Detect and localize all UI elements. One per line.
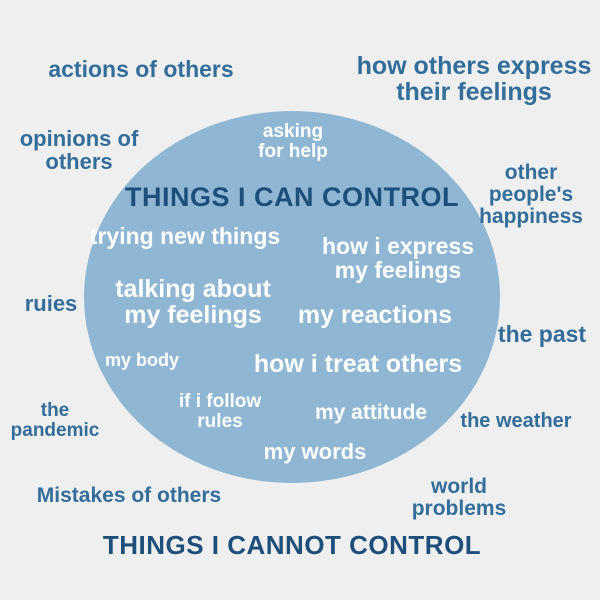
inside-item-my-words: my words [263,439,367,464]
inside-item-if-i-follow-rules: if i follow rules [178,391,262,432]
outside-item-the-weather: the weather [460,410,572,432]
inside-item-my-reactions: my reactions [297,301,453,329]
inside-item-trying-new-things: trying new things [89,223,281,249]
can-control-heading: THINGS I CAN CONTROL [125,182,459,212]
control-circle [84,111,500,483]
outside-item-actions-of-others: actions of others [48,56,234,82]
inside-item-talking-about-my-feelings: talking about my feelings [115,275,271,330]
cannot-control-heading: THINGS I CANNOT CONTROL [102,530,482,560]
outside-item-ruies: ruies [24,291,78,316]
outside-item-other-peoples-happiness: other people's happiness [479,161,583,229]
inside-item-how-i-treat-others: how i treat others [253,350,463,378]
inside-item-asking-for-help: asking for help [258,121,328,162]
inside-item-my-attitude: my attitude [314,401,428,424]
outside-item-the-pandemic: the pandemic [10,400,100,441]
inside-item-my-body: my body [104,350,180,370]
outside-item-world-problems: world problems [411,475,507,521]
outside-item-mistakes-of-others: Mistakes of others [36,484,222,507]
outside-item-the-past: the past [497,321,587,347]
outside-item-opinions-of-others: opinions of others [19,126,139,175]
outside-item-how-others-express: how others express their feelings [356,52,592,107]
inside-item-how-i-express-my-feelings: how i express my feelings [321,233,475,284]
